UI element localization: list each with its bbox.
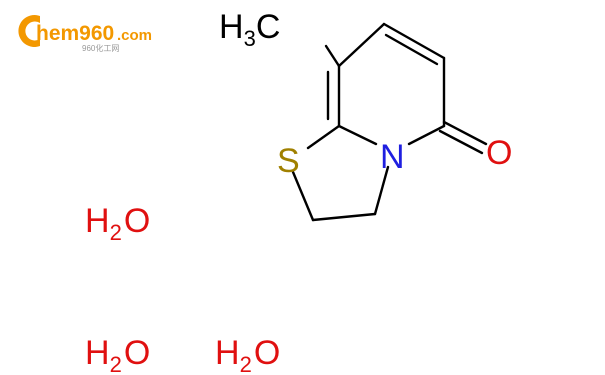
bond-c5-o-1 — [442, 120, 488, 146]
bond-c8a-s — [306, 124, 341, 150]
bonds — [291, 22, 488, 222]
hydrate-3: H2O — [215, 334, 280, 375]
hydrate-2: H2O — [85, 334, 150, 375]
logo-c-mark — [18, 15, 40, 47]
oxygen-atom: O — [486, 134, 512, 172]
bond-c2-c3 — [311, 212, 377, 222]
hydrate-1: H2O — [85, 202, 150, 245]
bond-c3-n — [373, 165, 390, 216]
bond-c5-o-2 — [438, 129, 484, 155]
bond-c8-c7 — [337, 22, 386, 68]
logo-tagline: 960化工网 — [82, 43, 119, 53]
bond-c7-c6-double — [384, 33, 439, 66]
bond-c5-n — [407, 124, 446, 146]
bond-n-c8a — [337, 124, 378, 146]
bond-c7-c6 — [382, 22, 446, 60]
sulfur-atom: S — [277, 142, 300, 180]
nitrogen-atom: N — [380, 138, 405, 176]
bond-s-c2 — [291, 170, 315, 222]
logo-tld: .com — [117, 27, 152, 44]
methyl-label: H3C — [219, 8, 280, 51]
site-logo[interactable]: hem960 .com 960化工网 — [18, 15, 152, 53]
bond-c8-methyl — [324, 44, 341, 68]
logo-brand: hem960 — [36, 22, 114, 45]
